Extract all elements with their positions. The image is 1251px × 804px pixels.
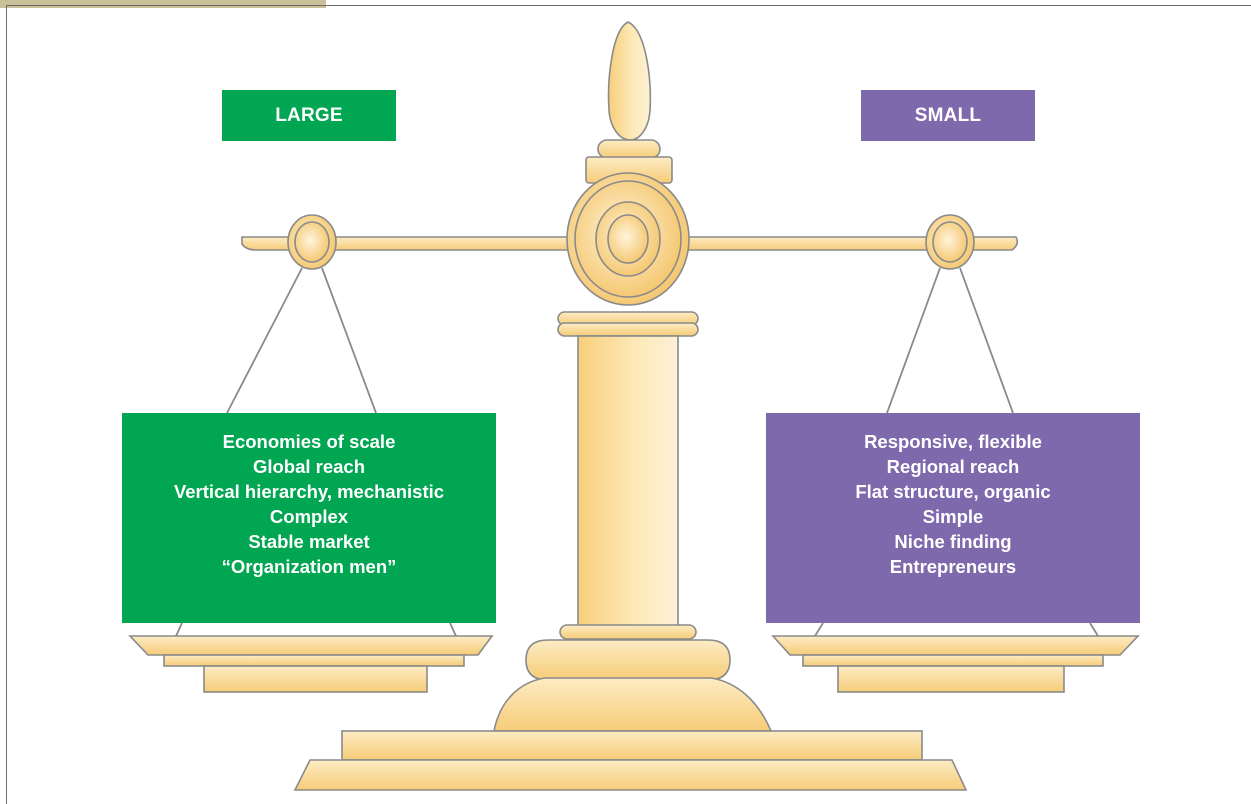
frame-left-border <box>6 5 7 804</box>
right-pivot-inner <box>932 221 968 263</box>
large-label: LARGE <box>222 90 396 141</box>
left-string-1 <box>226 267 303 414</box>
large-attribute: Complex <box>269 506 349 527</box>
hub-center <box>607 214 649 264</box>
small-label: SMALL <box>861 90 1035 141</box>
large-attribute: Vertical hierarchy, mechanistic <box>173 481 445 502</box>
large-attribute: Global reach <box>252 456 366 477</box>
left-string-2 <box>321 267 377 414</box>
frame-top-border <box>6 5 1251 6</box>
base-step-lower <box>293 759 968 791</box>
right-string-4 <box>1089 622 1099 637</box>
small-attribute: Responsive, flexible <box>864 431 1042 452</box>
left-pivot-inner <box>294 221 330 263</box>
column-capital-bottom <box>557 322 699 337</box>
right-pan-base <box>837 665 1065 693</box>
large-attribute: Stable market <box>248 531 370 552</box>
column-base-ring <box>559 624 697 640</box>
column-shaft <box>577 335 679 627</box>
large-attributes-panel: Economies of scale Global reach Vertical… <box>122 413 496 623</box>
left-pan-rim <box>128 635 494 656</box>
large-attribute: Economies of scale <box>222 431 396 452</box>
finial <box>607 21 652 141</box>
large-attribute: “Organization men” <box>221 556 397 577</box>
small-attribute: Flat structure, organic <box>855 481 1051 502</box>
column-base-torus <box>525 639 731 681</box>
right-string-2 <box>959 267 1014 414</box>
left-string-4 <box>449 622 457 637</box>
right-string-3 <box>814 622 824 637</box>
left-string-3 <box>175 622 183 637</box>
right-pan-rim <box>771 635 1140 656</box>
small-attribute: Regional reach <box>886 456 1020 477</box>
right-pan-middle <box>802 654 1104 667</box>
column-base-dome <box>493 677 773 732</box>
small-attribute: Simple <box>922 506 984 527</box>
base-step-upper <box>341 730 923 761</box>
left-pan-middle <box>163 654 465 667</box>
finial-collar-1 <box>597 139 661 159</box>
left-pan-base <box>203 665 428 693</box>
small-attribute: Niche finding <box>894 531 1012 552</box>
header-accent-bar <box>0 0 326 8</box>
small-attributes-panel: Responsive, flexible Regional reach Flat… <box>766 413 1140 623</box>
small-attribute: Entrepreneurs <box>889 556 1017 577</box>
right-string-1 <box>886 267 941 414</box>
